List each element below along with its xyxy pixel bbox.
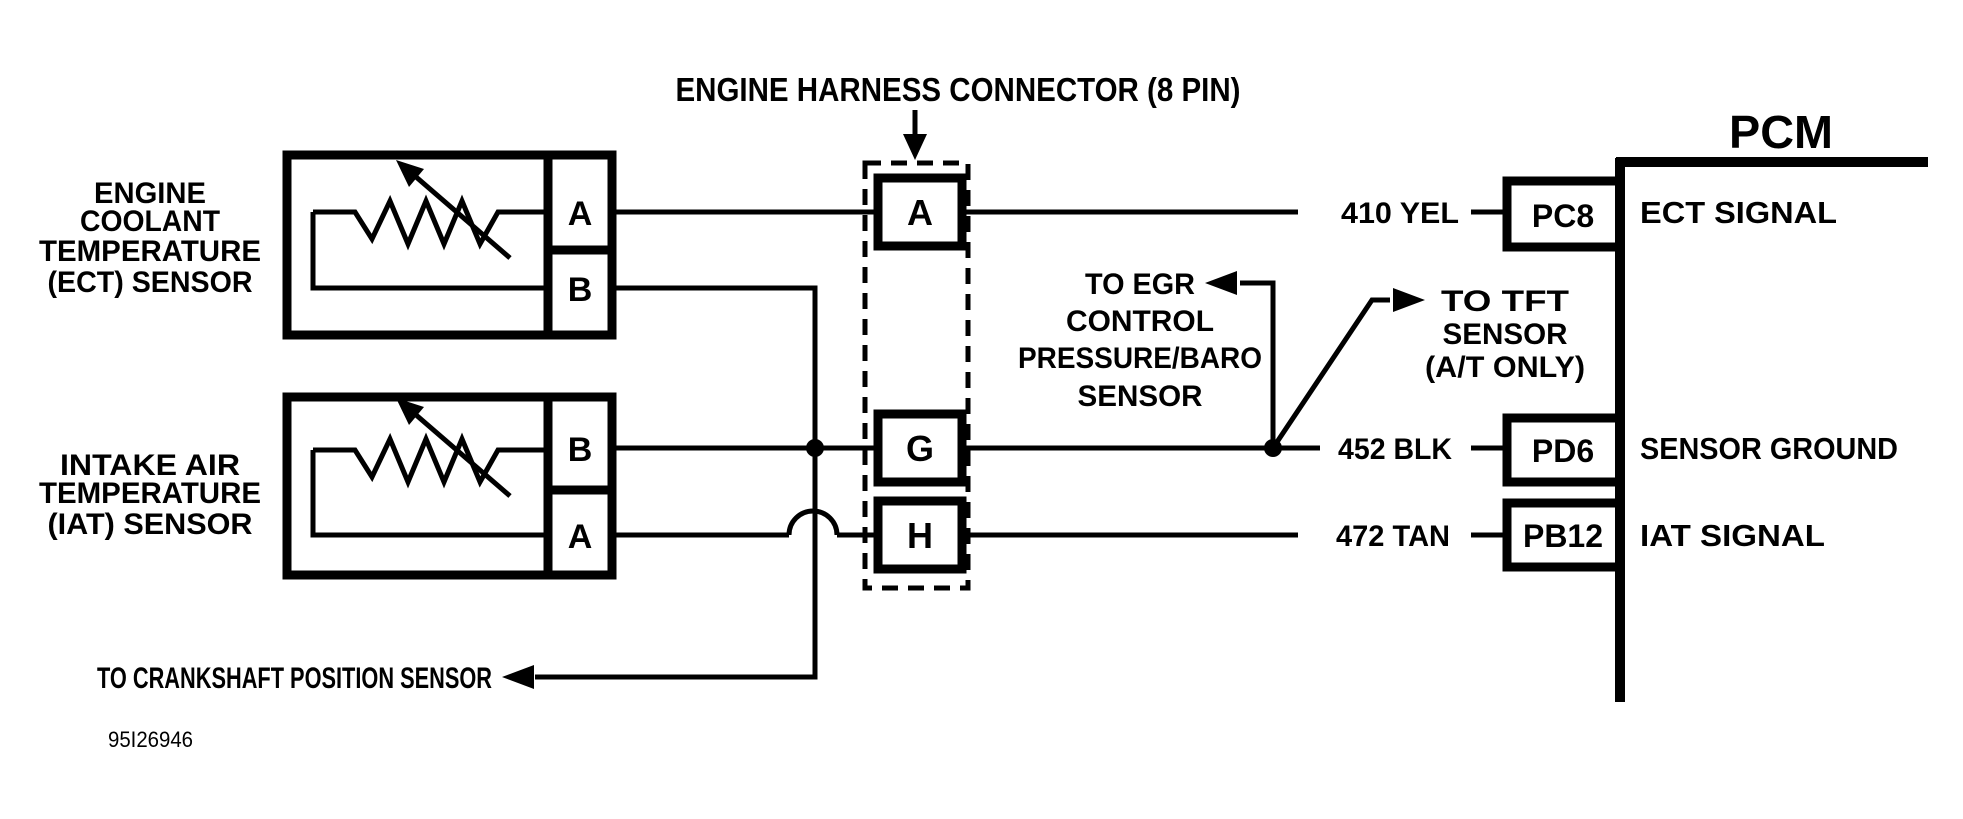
pcm-pin-pb12-box [1502, 498, 1625, 572]
pcm-pin-pd6-label: PD6 [1532, 433, 1594, 469]
ect-variable-arrow-shaft [406, 168, 512, 260]
crankshaft-arrow-left-icon [502, 665, 534, 689]
pcm-signal-iat: IAT SIGNAL [1640, 518, 1825, 553]
iat-variable-arrow-shaft [406, 406, 512, 498]
egr-line-1: TO EGR [1085, 268, 1195, 301]
tft-arrow-right-icon [1393, 288, 1425, 312]
ect-pin-b-label: B [568, 271, 593, 309]
title-arrow-down-icon [903, 134, 927, 160]
iat-name-line-1: INTAKE AIR [60, 449, 240, 482]
egr-line-2: CONTROL [1066, 305, 1214, 338]
pcm-signal-sensor-ground: SENSOR GROUND [1640, 431, 1898, 466]
pcm-pin-pb12-label: PB12 [1523, 518, 1603, 554]
ect-pin-a-label: A [568, 195, 593, 233]
iat-pin-b-label: B [568, 431, 593, 469]
egr-annotation: TO EGR CONTROL PRESSURE/BARO SENSOR [1018, 268, 1262, 413]
connector-pin-a-label: A [907, 192, 933, 233]
engine-harness-connector-title: ENGINE HARNESS CONNECTOR (8 PIN) [676, 71, 1241, 108]
crankshaft-annotation: TO CRANKSHAFT POSITION SENSOR [97, 662, 492, 695]
tft-line-2: SENSOR [1443, 318, 1568, 351]
connector-dashed-outline [862, 160, 971, 591]
iat-name-line-2: TEMPERATURE [39, 477, 261, 510]
pcm-title: PCM [1729, 106, 1833, 158]
junction-dot-ground-left [806, 439, 824, 457]
egr-line-3: PRESSURE/BARO [1018, 342, 1262, 375]
iat-thermistor-zigzag [313, 432, 548, 489]
ect-name-line-2: COOLANT [80, 205, 220, 238]
wire-label-472-tan: 472 TAN [1336, 520, 1450, 553]
pcm-pin-pc8-label: PC8 [1532, 198, 1594, 234]
wire-hop-crossover [786, 508, 840, 536]
tft-line-1: TO TFT [1441, 285, 1569, 318]
egr-arrow-left-icon [1205, 271, 1237, 295]
iat-thermistor-return-wire [310, 450, 548, 538]
iat-pin-a-label: A [568, 518, 593, 556]
connector-pin-g-label: G [906, 428, 934, 469]
tft-branch-wire [1270, 297, 1390, 450]
pcm-module: PCM PC8 ECT SIGNAL PD6 SENSOR GROUND PB1… [1502, 106, 1928, 702]
egr-line-4: SENSOR [1078, 380, 1203, 413]
iat-sensor-name: INTAKE AIR TEMPERATURE (IAT) SENSOR [39, 449, 261, 541]
iat-variable-arrow-icon [396, 398, 424, 425]
tft-line-3: (A/T ONLY) [1425, 351, 1585, 384]
pcm-pin-pc8-box [1502, 176, 1625, 252]
ect-thermistor-zigzag [313, 194, 548, 251]
ect-thermistor-return-wire [310, 212, 548, 291]
iat-sensor-box: B A [282, 392, 617, 580]
engine-harness-connector: A G H [862, 160, 971, 591]
iat-name-line-3: (IAT) SENSOR [48, 508, 253, 541]
figure-id: 95I26946 [108, 727, 193, 752]
wire-ect-b-ground-branch [535, 285, 818, 680]
egr-branch-wire [1240, 280, 1276, 448]
ect-variable-arrow-icon [396, 160, 424, 187]
wire-label-452-blk: 452 BLK [1338, 433, 1452, 466]
ect-name-line-1: ENGINE [94, 177, 206, 210]
connector-pin-h-label: H [907, 515, 933, 556]
wire-label-410-yel: 410 YEL [1341, 197, 1459, 230]
ect-name-line-4: (ECT) SENSOR [48, 266, 253, 299]
pcm-signal-ect: ECT SIGNAL [1640, 195, 1837, 230]
pcm-pin-pd6-box [1502, 413, 1625, 487]
ect-sensor-box: A B [282, 150, 617, 340]
tft-annotation: TO TFT SENSOR (A/T ONLY) [1425, 285, 1585, 384]
ect-sensor-outline [282, 150, 617, 340]
ect-name-line-3: TEMPERATURE [39, 235, 261, 268]
ect-sensor-name: ENGINE COOLANT TEMPERATURE (ECT) SENSOR [39, 177, 261, 299]
